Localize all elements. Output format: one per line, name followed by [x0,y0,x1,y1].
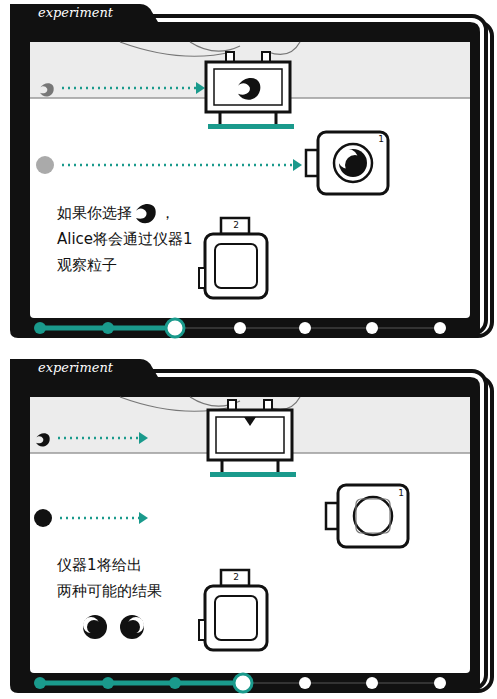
progress-dot-done [169,677,181,689]
source-base [210,472,296,477]
arrow-head [196,82,205,94]
folder-layer [16,16,486,334]
folder-frame [10,359,480,693]
camera-lens-mount [306,150,318,176]
particle-symbol [36,433,50,446]
arrow-head [139,432,148,444]
particle [36,156,54,174]
device-number: 2 [231,572,241,583]
outcome-disc [87,620,101,634]
particle-notch [244,417,256,426]
gray-band [30,397,470,453]
progress-current [166,319,184,337]
outcome-disc [83,615,107,639]
camera-side [199,268,205,288]
progress-dot [366,322,378,334]
camera-top [221,218,249,234]
camera-body [205,586,267,650]
beam-arrow [60,517,140,520]
source-box [208,410,292,460]
choice-symbol [136,204,156,223]
arrow-head [139,512,148,524]
progress-dot-done [102,322,114,334]
device-number: 2 [231,220,241,231]
particle-symbol [40,83,54,96]
source-screen [214,69,282,105]
outcome-disc [120,615,144,639]
caption-text: 仪器1将给出两种可能的结果 [57,552,169,604]
camera-side [199,620,205,640]
caption-text: 如果你选择 [57,200,137,226]
camera-body [338,485,408,547]
device-number: 1 [376,134,386,145]
folder-layer [16,371,486,689]
folder-paper [30,42,470,318]
camera-body [318,132,388,194]
folder-card [10,4,492,338]
beam-arrow [62,164,294,167]
progress-fill [40,681,243,686]
source-leg [275,112,278,124]
arrow-head [293,159,302,171]
source-leg [277,460,280,472]
camera-screen [215,596,257,640]
progress-dot-done [102,677,114,689]
camera-body [205,234,267,298]
progress-dot [366,677,378,689]
progress-dot [434,322,446,334]
source-leg [219,112,222,124]
tab-label: experiment [38,360,138,376]
progress-current [234,674,252,692]
folder-card [10,359,492,693]
source-leg [221,460,224,472]
wire [120,42,232,56]
beam-arrow [62,87,197,90]
beam-arrow [58,437,140,440]
outcome-disc [126,620,140,634]
wire [268,42,300,54]
progress-dot [299,677,311,689]
folder-frame [10,4,480,338]
device-number: 1 [396,488,406,499]
source-screen [216,417,284,453]
caption-text: ，Alice将会通过仪器1观察粒子 [57,200,197,278]
camera-screen [356,499,390,533]
camera-lens [354,497,392,535]
lens-view [339,149,367,177]
source-box [206,62,290,112]
camera-top [221,570,249,586]
particle-symbol [238,78,260,100]
camera-lens-mount [326,503,338,529]
progress-dot [234,322,246,334]
folder-layer [22,377,492,691]
folder-paper [30,397,470,673]
progress-dot [434,677,446,689]
progress-dot [299,322,311,334]
progress-dot-done [34,677,46,689]
tab-label: experiment [38,5,138,21]
camera-lens [334,144,372,182]
line-spacer [153,552,169,572]
lens-view [345,155,365,175]
camera-screen [215,244,257,288]
progress-dot-done [34,322,46,334]
folder-layer [22,22,492,336]
wire [190,42,240,51]
particle [34,509,52,527]
source-base [208,124,294,129]
